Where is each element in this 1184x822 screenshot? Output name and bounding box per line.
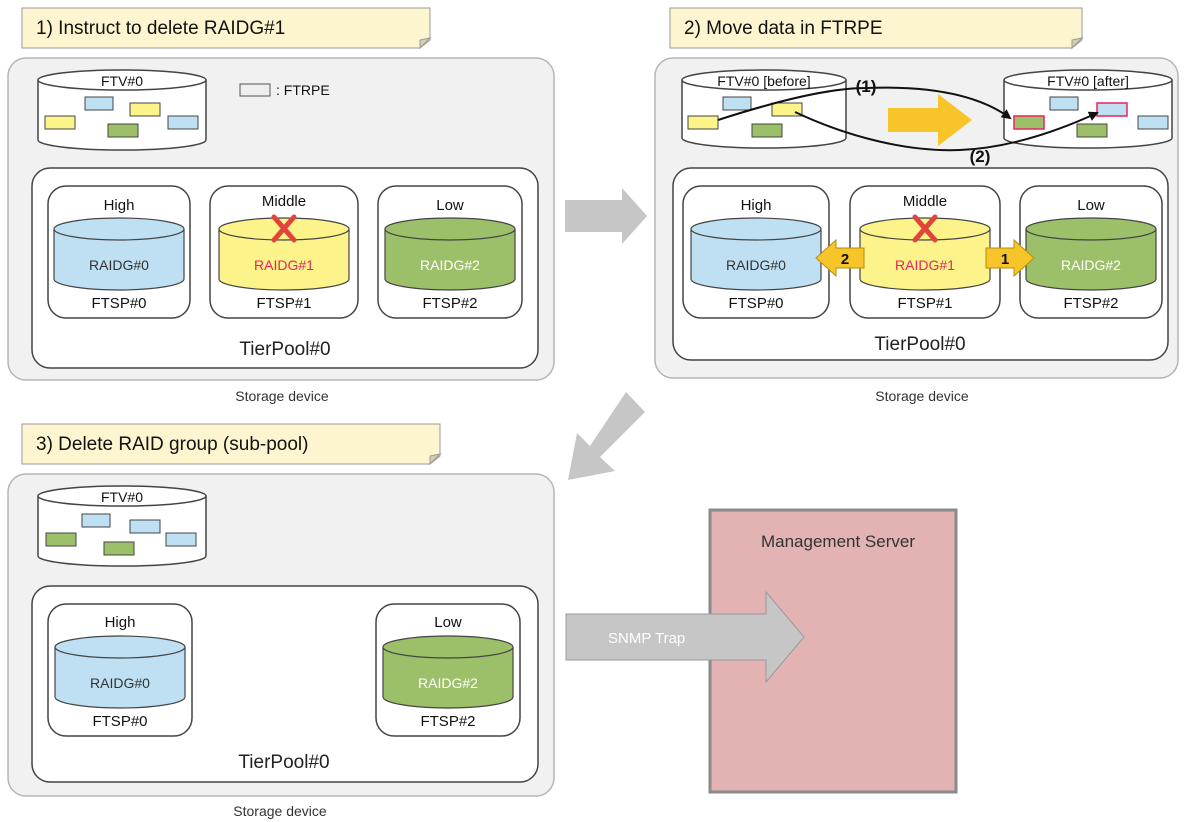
step-3-tier-high: High [105,614,136,631]
step-3-pool-label: TierPool#0 [238,752,329,773]
step-3-ftsp0: FTSP#0 [92,713,147,730]
step-3: 3) Delete RAID group (sub-pool) FTV#0 Hi… [7,423,555,819]
step-3-tier-low: Low [434,614,462,631]
move-arrow-1-to-low: 1 [985,238,1035,278]
step-2-pool-label: TierPool#0 [874,334,965,355]
ftrpe-block [129,102,161,117]
step-2-ftsp1: FTSP#1 [897,295,952,312]
step-2-title: 2) Move data in FTRPE [684,18,883,39]
step-2-tier-middle: Middle [903,193,947,210]
step-2: 2) Move data in FTRPE FTV#0 [before] FTV… [654,7,1179,404]
move-path-1 [717,86,1012,121]
step-1-raidg2: RAIDG#2 [420,257,480,273]
step-1-subpool-middle: Middle RAIDG#1 FTSP#1 [209,185,359,319]
step-1-title-note: 1) Instruct to delete RAIDG#1 [21,7,432,50]
snmp-trap-label: SNMP Trap [608,630,685,647]
step-3-subpool-high: High RAIDG#0 FTSP#0 [47,603,193,737]
step-2-subpool-high: High RAIDG#0 FTSP#0 [682,185,830,319]
step-2-title-note: 2) Move data in FTRPE [669,7,1084,50]
step-3-subpool-low: Low RAIDG#2 FTSP#2 [375,603,521,737]
ftrpe-block [129,519,161,534]
ftrpe-block [107,123,139,138]
ftrpe-legend-swatch [239,83,271,97]
step-2-tier-low: Low [1077,197,1105,214]
ftrpe-block [165,532,197,547]
step-1-ftsp1: FTSP#1 [256,295,311,312]
move-direction-arrow [888,94,972,146]
step-1-raidg1: RAIDG#1 [254,257,314,273]
step-3-ftsp2: FTSP#2 [420,713,475,730]
ftrpe-block [45,532,77,547]
step-3-ftv-volume: FTV#0 [37,485,207,567]
step-2-raidg0: RAIDG#0 [726,257,786,273]
ftrpe-block [771,102,803,117]
ftrpe-block [167,115,199,130]
ftrpe-block [44,115,76,130]
step-2-ftv-before: FTV#0 [before] [681,69,847,149]
step-2-subpool-middle: Middle RAIDG#1 FTSP#1 [849,185,1001,319]
ftrpe-block [1049,96,1079,111]
ftrpe-block [103,541,135,556]
step-1-ftv-volume: FTV#0 [37,69,207,151]
step-2-ftv-after: FTV#0 [after] [1003,69,1173,149]
ftrpe-block [687,115,719,130]
step-2-raidg1: RAIDG#1 [895,257,955,273]
step-2-ftsp0: FTSP#0 [728,295,783,312]
step-1-tier-low: Low [436,197,464,214]
step-1: 1) Instruct to delete RAIDG#1 FTV#0 : FT… [7,7,555,404]
step-1-pool-label: TierPool#0 [239,339,330,360]
move-label-2: (2) [970,147,991,166]
step-3-title-note: 3) Delete RAID group (sub-pool) [21,423,442,466]
step-1-tier-middle: Middle [262,193,306,210]
move-badge-1: 1 [1001,251,1009,268]
ftrpe-block [1137,115,1169,130]
step-1-legend: : FTRPE [239,82,330,98]
step-1-subpool-high: High RAIDG#0 FTSP#0 [47,185,191,319]
move-arrow-2-to-high: 2 [815,238,865,278]
moved-ftrpe-block [1096,102,1128,117]
move-path-2 [794,111,1099,152]
step-3-raidg2: RAIDG#2 [418,675,478,691]
ftrpe-block [84,96,114,111]
step-3-raidg0: RAIDG#0 [90,675,150,691]
step-2-ftsp2: FTSP#2 [1063,295,1118,312]
step-2-device-label: Storage device [875,388,969,404]
step-3-title: 3) Delete RAID group (sub-pool) [36,434,308,455]
ftrpe-block [1076,123,1108,138]
step-2-ftv-after-label: FTV#0 [after] [1047,73,1129,89]
step-2-subpool-low: Low RAIDG#2 FTSP#2 [1019,185,1163,319]
management-server-label: Management Server [761,532,915,551]
step-1-device-label: Storage device [235,388,329,404]
step-1-raidg0: RAIDG#0 [89,257,149,273]
step-1-ftv-label: FTV#0 [101,73,143,89]
delete-cross-icon [271,214,297,243]
ftrpe-block [722,96,752,111]
ftrpe-block [751,123,783,138]
step-2-ftv-before-label: FTV#0 [before] [717,73,810,89]
move-label-1: (1) [856,77,877,96]
snmp-trap-arrow [565,590,805,684]
step-1-tier-high: High [104,197,135,214]
step-1-subpool-low: Low RAIDG#2 FTSP#2 [377,185,523,319]
step-1-ftsp2: FTSP#2 [422,295,477,312]
step-1-title: 1) Instruct to delete RAIDG#1 [36,18,285,39]
move-badge-2: 2 [841,251,849,268]
step-2-raidg2: RAIDG#2 [1061,257,1121,273]
step-1-ftsp0: FTSP#0 [91,295,146,312]
delete-cross-icon [912,214,938,243]
step-3-device-label: Storage device [233,803,327,819]
moved-ftrpe-block [1013,115,1045,130]
step-1-legend-label: : FTRPE [276,82,330,98]
flow-arrow-2-to-3 [568,392,645,480]
step-2-tier-high: High [741,197,772,214]
ftrpe-block [81,513,111,528]
flow-arrow-1-to-2 [565,188,647,244]
step-3-ftv-label: FTV#0 [101,489,143,505]
